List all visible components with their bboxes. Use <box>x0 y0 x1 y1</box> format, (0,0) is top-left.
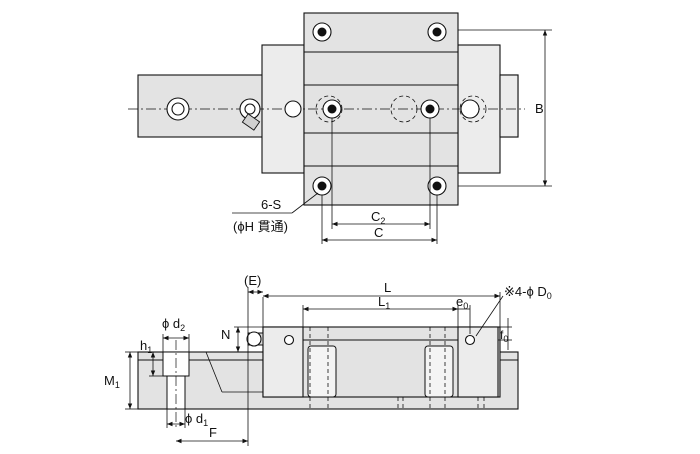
label-d1: ϕ d1 <box>185 411 208 428</box>
top-view: B 6-S (ϕH 貫通) C2 C <box>128 12 552 244</box>
end-seal-side-right <box>457 326 499 398</box>
label-b: B <box>535 101 544 116</box>
side-view: (E) L L1 e0 ※4-ϕ D0 f0 N ϕ d2 h1 <box>104 273 552 446</box>
label-e: (E) <box>244 273 261 288</box>
block-insert-right <box>424 345 454 398</box>
leader-d0 <box>475 295 504 337</box>
grease-nipple-side-icon <box>246 331 264 347</box>
end-seal-side-left <box>262 326 304 398</box>
label-h1: h1 <box>140 338 152 355</box>
label-l1: L1 <box>378 294 390 311</box>
label-c2: C2 <box>371 209 385 226</box>
seal-hole-icon <box>464 334 476 346</box>
label-m1: M1 <box>104 373 120 390</box>
label-d0: ※4-ϕ D0 <box>504 284 552 301</box>
label-f0: f0 <box>500 328 508 344</box>
label-6s: 6-S <box>261 197 282 212</box>
label-n: N <box>221 327 230 342</box>
label-e0: e0 <box>456 294 468 311</box>
label-c: C <box>374 225 383 240</box>
hidden-hole-icon <box>390 95 418 123</box>
block-insert-left <box>307 345 337 398</box>
label-l: L <box>384 280 391 295</box>
label-f: F <box>209 425 217 440</box>
label-phi-h: (ϕH 貫通) <box>233 219 288 234</box>
rail-hole-icon <box>284 99 480 119</box>
rail-hole-icon <box>166 97 190 121</box>
end-cap-right <box>499 74 519 138</box>
seal-hole-icon <box>283 334 295 346</box>
label-d2: ϕ d2 <box>162 316 185 333</box>
leader-6s <box>291 192 319 214</box>
grease-nipple-icon <box>239 98 261 131</box>
tapped-hole-icon <box>312 22 447 196</box>
hidden-hole-icon <box>315 95 343 123</box>
hidden-hole-icon <box>459 95 487 123</box>
